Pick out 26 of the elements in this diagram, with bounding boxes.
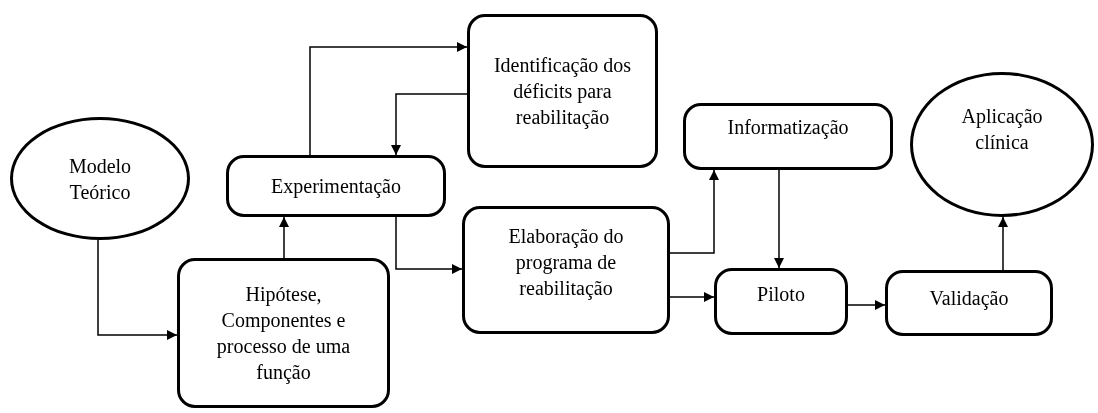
node-label: Piloto xyxy=(757,282,805,307)
node-label: Modelo Teórico xyxy=(67,153,133,205)
arrow xyxy=(97,239,178,340)
process-box xyxy=(467,14,658,168)
process-box xyxy=(714,268,848,335)
process-box xyxy=(226,155,446,217)
node-label: Aplicação clínica xyxy=(960,104,1044,155)
process-box xyxy=(177,258,390,408)
arrow xyxy=(391,93,468,156)
node-label: Validação xyxy=(929,286,1009,311)
node-label: Identificação dos déficits para reabilitação xyxy=(492,53,633,130)
arrow xyxy=(279,216,289,259)
process-box xyxy=(885,270,1053,336)
process-box xyxy=(462,206,670,334)
node-label: Experimentação xyxy=(271,174,401,199)
node-label: Informatização xyxy=(727,115,849,140)
node-label: Elaboração do programa de reabilitação xyxy=(507,224,625,301)
arrow xyxy=(998,216,1008,271)
process-box xyxy=(683,103,893,170)
arrow xyxy=(669,292,715,302)
node-label: Hipótese, Componentes e processo de uma função xyxy=(215,282,352,385)
arrow xyxy=(395,216,463,274)
arrow xyxy=(309,42,468,156)
arrow xyxy=(847,300,886,310)
arrow xyxy=(774,169,784,269)
arrow xyxy=(669,169,719,254)
